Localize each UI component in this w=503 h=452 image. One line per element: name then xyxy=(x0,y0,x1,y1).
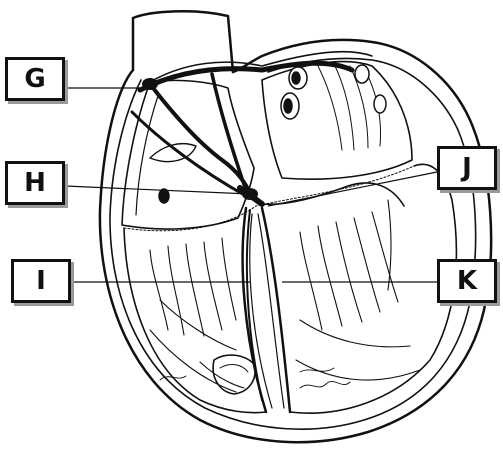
left-atrium-fibers xyxy=(318,64,380,150)
purkinje-fibers-right xyxy=(150,238,244,392)
right-ventricle xyxy=(124,228,266,413)
purkinje-fibers-left xyxy=(296,200,420,380)
label-h: H xyxy=(5,161,65,205)
label-j: J xyxy=(437,146,497,190)
label-g: G xyxy=(5,57,65,101)
leader-line-h xyxy=(65,186,250,194)
label-i: I xyxy=(11,259,71,303)
papillary-lower xyxy=(213,355,255,394)
conduction-bundle-top xyxy=(140,63,352,90)
label-k: K xyxy=(437,259,497,303)
papillary-lower-inner xyxy=(220,365,248,372)
